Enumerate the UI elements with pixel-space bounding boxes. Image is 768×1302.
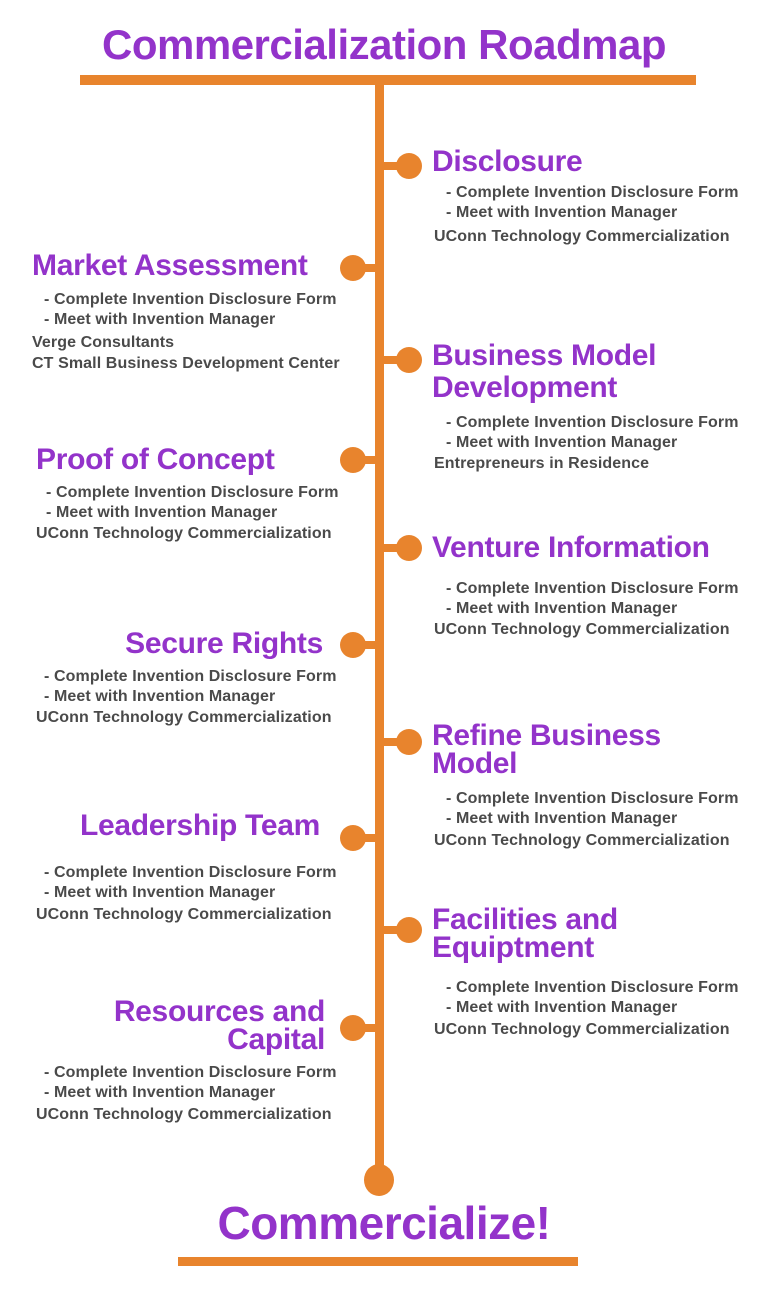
timeline-node-business-model-development: [396, 347, 422, 373]
bullet-item: - Complete Invention Disclosure Form: [446, 414, 739, 431]
timeline-stub-facilities-equipment: [381, 926, 398, 934]
section-bullets-facilities-equipment: - Complete Invention Disclosure Form - M…: [446, 978, 739, 1018]
section-bullets-disclosure: - Complete Invention Disclosure Form - M…: [446, 183, 739, 223]
org-item: Entrepreneurs in Residence: [434, 455, 650, 472]
timeline-node-refine-business-model: [396, 729, 422, 755]
section-orgs-facilities-equipment: UConn Technology Commercialization: [434, 1019, 730, 1040]
section-title-disclosure: Disclosure: [432, 145, 583, 178]
bullet-item: - Meet with Invention Manager: [44, 688, 276, 705]
section-bullets-resources-capital: - Complete Invention Disclosure Form - M…: [44, 1063, 337, 1103]
timeline-stub-proof-of-concept: [360, 456, 377, 464]
org-item: UConn Technology Commercialization: [36, 906, 332, 923]
section-bullets-market-assessment: - Complete Invention Disclosure Form - M…: [44, 290, 337, 330]
section-bullets-secure-rights: - Complete Invention Disclosure Form - M…: [44, 667, 337, 707]
section-title-proof-of-concept: Proof of Concept: [36, 443, 275, 476]
timeline-node-disclosure: [396, 153, 422, 179]
org-item: CT Small Business Development Center: [32, 355, 340, 372]
bullet-item: - Complete Invention Disclosure Form: [446, 979, 739, 996]
section-orgs-disclosure: UConn Technology Commercialization: [434, 226, 730, 247]
bullet-item: - Complete Invention Disclosure Form: [46, 484, 339, 501]
bullet-item: - Meet with Invention Manager: [446, 810, 678, 827]
bullet-item: - Meet with Invention Manager: [44, 1084, 276, 1101]
bullet-item: - Complete Invention Disclosure Form: [446, 580, 739, 597]
org-item: UConn Technology Commercialization: [434, 832, 730, 849]
section-bullets-proof-of-concept: - Complete Invention Disclosure Form - M…: [46, 483, 339, 523]
section-title-market-assessment: Market Assessment: [32, 249, 308, 282]
bullet-item: - Meet with Invention Manager: [44, 311, 276, 328]
bullet-item: - Complete Invention Disclosure Form: [44, 668, 337, 685]
timeline-stub-secure-rights: [360, 641, 377, 649]
bullet-item: - Meet with Invention Manager: [446, 434, 678, 451]
section-title-secure-rights: Secure Rights: [125, 627, 323, 660]
org-item: UConn Technology Commercialization: [434, 228, 730, 245]
bullet-item: - Meet with Invention Manager: [46, 504, 278, 521]
bullet-item: - Complete Invention Disclosure Form: [44, 864, 337, 881]
timeline-stub-refine-business-model: [381, 738, 398, 746]
title-underline: [80, 75, 696, 85]
section-orgs-proof-of-concept: UConn Technology Commercialization: [36, 523, 332, 544]
bullet-item: - Meet with Invention Manager: [446, 600, 678, 617]
section-title-resources-capital: Resources and Capital: [113, 995, 325, 1056]
section-orgs-market-assessment: Verge Consultants CT Small Business Deve…: [32, 332, 340, 374]
section-title-leadership-team: Leadership Team: [79, 809, 320, 842]
timeline-stub-market-assessment: [360, 264, 377, 272]
section-bullets-venture-information: - Complete Invention Disclosure Form - M…: [446, 579, 739, 619]
page-title: Commercialization Roadmap: [102, 21, 666, 68]
timeline-node-venture-information: [396, 535, 422, 561]
footer-underline: [178, 1257, 578, 1266]
bullet-item: - Meet with Invention Manager: [446, 999, 678, 1016]
org-item: UConn Technology Commercialization: [434, 621, 730, 638]
bullet-item: - Meet with Invention Manager: [446, 204, 678, 221]
bullet-item: - Complete Invention Disclosure Form: [44, 1064, 337, 1081]
footer-title: Commercialize!: [217, 1197, 551, 1249]
timeline-stub-disclosure: [381, 162, 398, 170]
timeline-stub-venture-information: [381, 544, 398, 552]
section-bullets-business-model-development: - Complete Invention Disclosure Form - M…: [446, 413, 739, 453]
section-bullets-leadership-team: - Complete Invention Disclosure Form - M…: [44, 863, 337, 903]
org-item: UConn Technology Commercialization: [36, 525, 332, 542]
timeline-stub-business-model-development: [381, 356, 398, 364]
org-item: UConn Technology Commercialization: [36, 1106, 332, 1123]
timeline-spine: [375, 80, 384, 1170]
section-bullets-refine-business-model: - Complete Invention Disclosure Form - M…: [446, 789, 739, 829]
section-orgs-secure-rights: UConn Technology Commercialization: [36, 707, 332, 728]
section-orgs-leadership-team: UConn Technology Commercialization: [36, 904, 332, 925]
org-item: UConn Technology Commercialization: [434, 1021, 730, 1038]
bullet-item: - Meet with Invention Manager: [44, 884, 276, 901]
bullet-item: - Complete Invention Disclosure Form: [446, 184, 739, 201]
bullet-item: - Complete Invention Disclosure Form: [446, 790, 739, 807]
section-orgs-resources-capital: UConn Technology Commercialization: [36, 1104, 332, 1125]
section-title-business-model-development: Business Model Development: [432, 339, 657, 404]
section-title-venture-information: Venture Information: [432, 531, 710, 564]
section-orgs-business-model-development: Entrepreneurs in Residence: [434, 453, 649, 474]
org-item: UConn Technology Commercialization: [36, 709, 332, 726]
bullet-item: - Complete Invention Disclosure Form: [44, 291, 337, 308]
timeline-stub-leadership-team: [360, 834, 377, 842]
org-item: Verge Consultants: [32, 334, 175, 351]
section-orgs-refine-business-model: UConn Technology Commercialization: [434, 830, 730, 851]
timeline-end-node: [364, 1164, 394, 1196]
section-title-facilities-equipment: Facilities and Equiptment: [432, 903, 618, 964]
section-orgs-venture-information: UConn Technology Commercialization: [434, 619, 730, 640]
timeline-stub-resources-capital: [360, 1024, 377, 1032]
section-title-refine-business-model: Refine Business Model: [432, 719, 661, 780]
timeline-node-facilities-equipment: [396, 917, 422, 943]
